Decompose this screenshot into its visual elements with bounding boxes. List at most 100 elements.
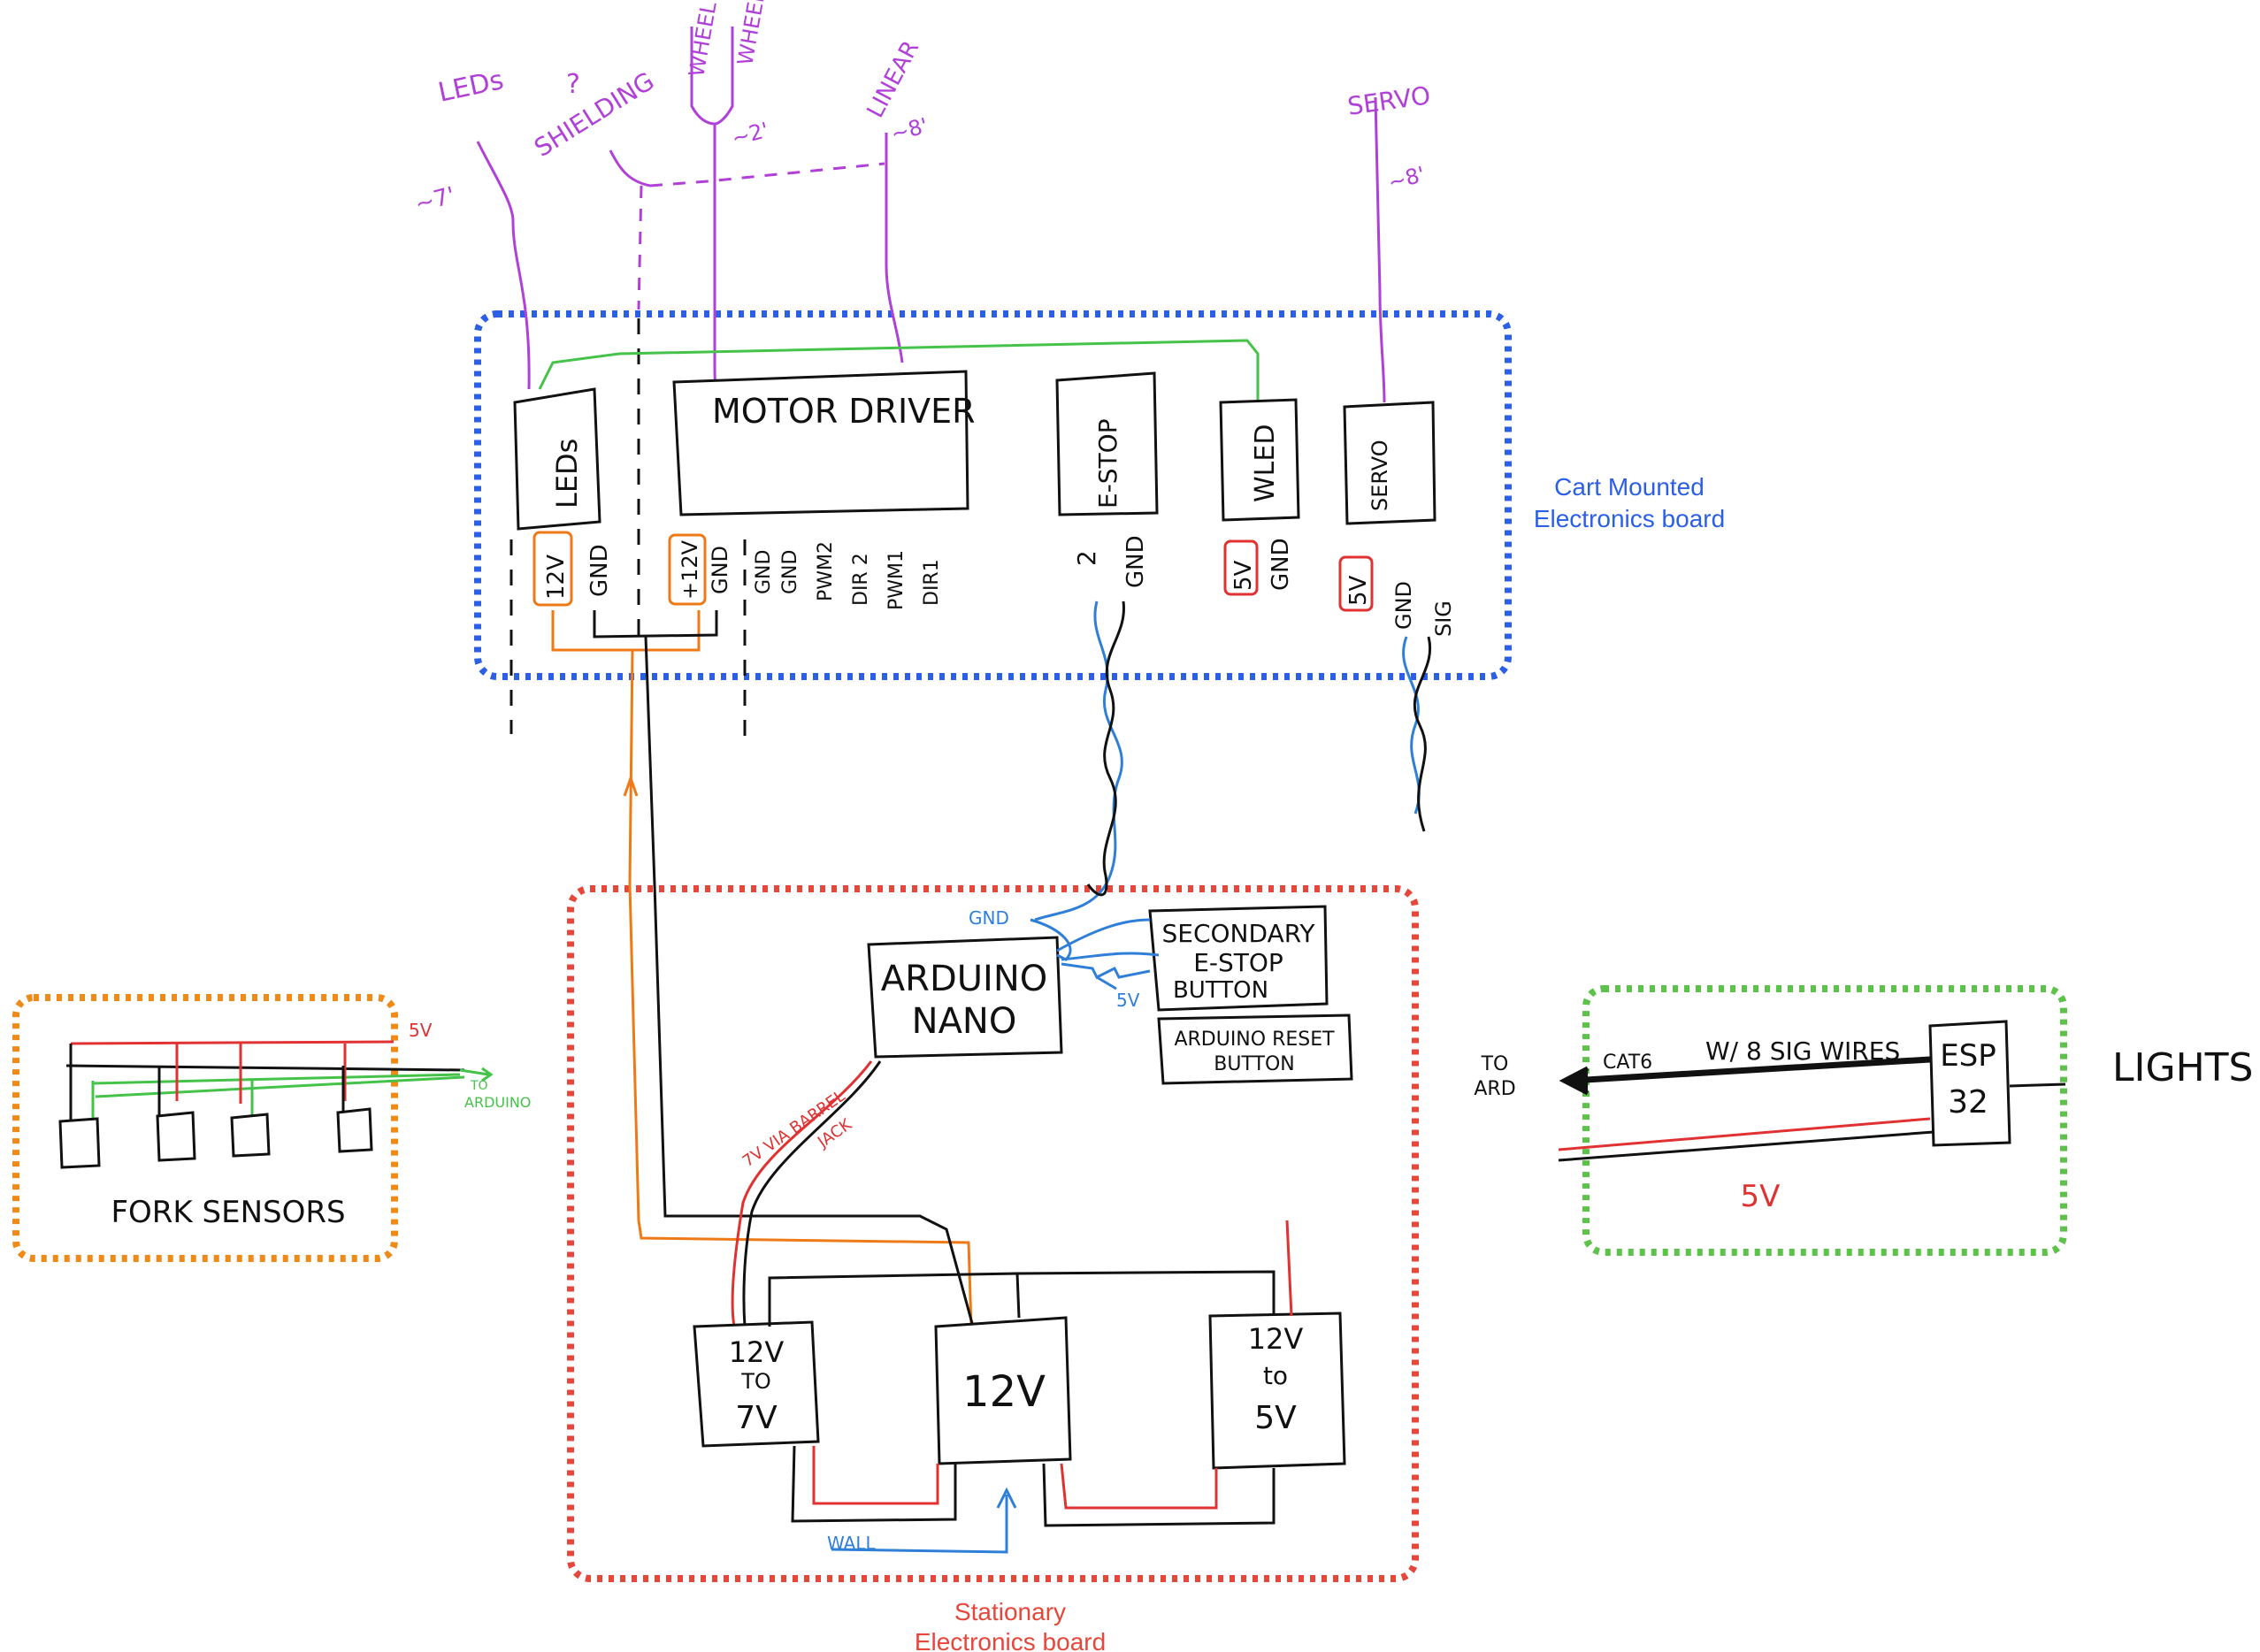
leds-12v-wire (551, 610, 701, 652)
fork-five-v-label: 5V (409, 1020, 433, 1041)
estop-twisted-blue (1034, 600, 1123, 922)
svg-text:DIR1: DIR1 (921, 559, 943, 606)
servo-cable (1374, 96, 1386, 403)
servo-pins: 5V GND SIG (1338, 555, 1456, 637)
psu-out-red-right (1060, 1463, 1218, 1510)
fork-arduino-label: ARDUINO (464, 1094, 531, 1111)
svg-text:12V: 12V (1248, 1322, 1304, 1356)
fork-sensor-3 (230, 1113, 271, 1158)
to-label: TO (1481, 1053, 1509, 1075)
ext-linear-length: ~8' (888, 113, 931, 147)
svg-text:32: 32 (1948, 1084, 1988, 1120)
svg-text:5V: 5V (1345, 575, 1372, 606)
servo-twisted-blue (1402, 636, 1421, 815)
ext-shielding-question: ? (566, 69, 580, 100)
arduino-5v-wire (1061, 962, 1151, 980)
svg-text:5V: 5V (1230, 560, 1257, 591)
fork-sensor-2 (156, 1111, 196, 1162)
secondary-estop-module: SECONDARY E-STOP BUTTON (1148, 905, 1329, 1012)
svg-text:GND: GND (1391, 581, 1416, 630)
ext-shielding-label: SHIELDING (529, 66, 659, 163)
arduino-5v-arrow (1096, 975, 1117, 990)
cat6-cable (1569, 1056, 1931, 1084)
psu-out-black-left (791, 1445, 957, 1523)
ext-leds-label: LEDs (435, 65, 506, 109)
fork-sensors (58, 1040, 494, 1169)
psu-out-black-right (1042, 1463, 1276, 1527)
arduino-nano-module: ARDUINO NANO (867, 936, 1063, 1059)
esp-board-outline (1582, 985, 2067, 1256)
linear-cable (885, 133, 904, 363)
fork-sensor-4 (336, 1107, 373, 1153)
svg-text:7V: 7V (735, 1400, 778, 1436)
wall-label: WALL (827, 1533, 877, 1554)
svg-text:+12V: +12V (678, 539, 702, 600)
leds-pins: 12V GND (532, 531, 613, 607)
svg-text:BUTTON: BUTTON (1173, 977, 1268, 1004)
motor-driver-module: MOTOR DRIVER (672, 370, 976, 516)
shielding-cable (609, 149, 651, 187)
ext-wheel-length: ~2' (729, 118, 771, 151)
ard-label: ARD (1474, 1078, 1515, 1100)
svg-text:SERVO: SERVO (1367, 440, 1392, 511)
svg-text:MOTOR DRIVER: MOTOR DRIVER (712, 392, 976, 431)
barrel-red-wire (731, 1060, 873, 1327)
cat6-label: CAT6 (1603, 1052, 1652, 1074)
esp-5v-black (1558, 1130, 1934, 1162)
stationary-board-title: Stationary (954, 1598, 1066, 1625)
svg-text:GND: GND (1268, 538, 1294, 591)
gnd-trunk-wire (644, 636, 975, 1327)
ext-wheel-2: WHEEL (732, 0, 770, 67)
stationary-board-outline (567, 885, 1419, 1582)
svg-text:PWM1: PWM1 (885, 550, 908, 610)
ext-linear-label: LINEAR (862, 36, 925, 122)
servo-twisted-black (1413, 636, 1432, 832)
svg-text:TO: TO (740, 1369, 771, 1394)
svg-text:5V: 5V (1254, 1400, 1297, 1436)
svg-text:WLED: WLED (1250, 424, 1281, 502)
motor-power-pins: +12V GND (668, 533, 732, 606)
svg-text:DIR 2: DIR 2 (850, 553, 872, 606)
psu-gnd-bus (768, 1270, 1276, 1327)
svg-text:NANO: NANO (912, 1001, 1017, 1042)
svg-text:PWM2: PWM2 (815, 541, 837, 601)
wled-pins: 5V GND (1223, 538, 1294, 596)
svg-text:to: to (1263, 1361, 1288, 1390)
svg-text:12V: 12V (729, 1335, 785, 1369)
leds-cable (476, 141, 531, 390)
psu-12v-to-5v: 12V to 5V (1208, 1312, 1346, 1470)
leds-module: LEDs (513, 387, 601, 531)
svg-text:BUTTON: BUTTON (1214, 1053, 1294, 1075)
svg-text:2: 2 (1072, 550, 1101, 566)
svg-text:ESP: ESP (1940, 1038, 1996, 1074)
lights-label: LIGHTS (2112, 1045, 2253, 1090)
svg-text:GND: GND (753, 550, 775, 594)
arduino-estop-wires (1030, 918, 1160, 961)
arduino-gnd-label: GND (969, 907, 1009, 929)
svg-text:ARDUINO RESET: ARDUINO RESET (1174, 1029, 1335, 1051)
stationary-board-subtitle: Electronics board (915, 1628, 1106, 1652)
wheel-cable-2 (714, 27, 734, 126)
psu-12v: 12V (934, 1316, 1072, 1465)
cart-board-title: Cart Mounted (1554, 473, 1705, 501)
estop-pins: 2 GND (1072, 535, 1149, 588)
fork-sensors-title: FORK SENSORS (111, 1195, 345, 1230)
led-data-wire (538, 339, 1260, 402)
cart-board-subtitle: Electronics board (1534, 505, 1725, 532)
leds-gnd-wire (593, 610, 718, 639)
servo-module: SERVO (1343, 401, 1436, 525)
svg-text:GND: GND (586, 544, 613, 597)
12v-trunk-arrow (623, 774, 639, 797)
barrel-black-wire (742, 1060, 882, 1327)
sig-wires-label: W/ 8 SIG WIRES (1705, 1036, 1900, 1066)
cat6-arrow (1559, 1066, 1590, 1096)
svg-text:GND: GND (708, 546, 732, 594)
svg-text:E-STOP: E-STOP (1193, 948, 1283, 977)
ext-servo-label: SERVO (1345, 80, 1432, 121)
esp32-module: ESP 32 (1928, 1020, 2011, 1147)
svg-text:12V: 12V (543, 554, 570, 600)
12v-trunk-wire (628, 649, 973, 1327)
ext-wheel-1: WHEEL (684, 0, 722, 79)
svg-text:E-STOP: E-STOP (1093, 418, 1122, 509)
